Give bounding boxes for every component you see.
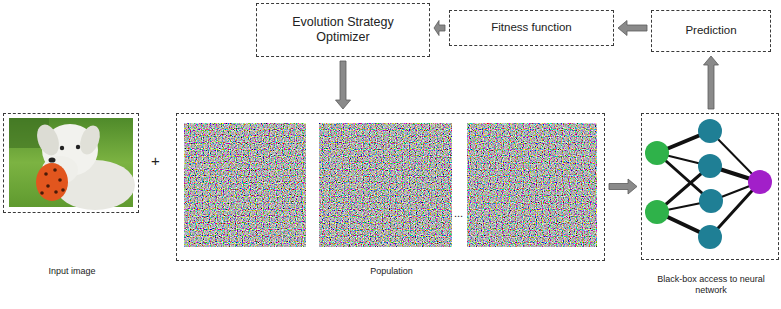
dog-photo xyxy=(9,118,135,210)
ellipsis: ... xyxy=(454,207,463,219)
population-panel: Population xyxy=(176,113,605,261)
flow-arrow xyxy=(609,179,637,194)
process-box: Prediction xyxy=(651,10,771,52)
flow-arrow xyxy=(704,56,719,109)
noise-image xyxy=(319,123,452,247)
noise-image xyxy=(184,123,306,247)
network-panel: Black-box access to neural network xyxy=(641,113,779,260)
noise-image xyxy=(467,123,597,247)
panel-caption: Input image xyxy=(4,266,140,277)
box-content: Evolution Strategy Optimizer xyxy=(257,4,429,56)
neural-network xyxy=(645,119,772,249)
image-panel: Input image xyxy=(3,113,139,213)
panel-caption: Population xyxy=(292,266,492,277)
box-label: Fitness function xyxy=(491,21,572,35)
panel-caption: Black-box access to neural network xyxy=(655,274,767,297)
box-label: Prediction xyxy=(685,24,736,38)
box-label: Evolution Strategy Optimizer xyxy=(286,15,400,45)
process-box: Fitness function xyxy=(449,10,614,46)
flow-arrow xyxy=(434,21,445,36)
box-content: Prediction xyxy=(652,11,770,51)
flow-arrow xyxy=(618,21,647,36)
plus-sign: + xyxy=(151,152,160,169)
optimizer-box: Evolution Strategy Optimizer xyxy=(256,3,430,57)
box-content: Fitness function xyxy=(450,11,613,45)
flow-arrow xyxy=(336,61,351,109)
